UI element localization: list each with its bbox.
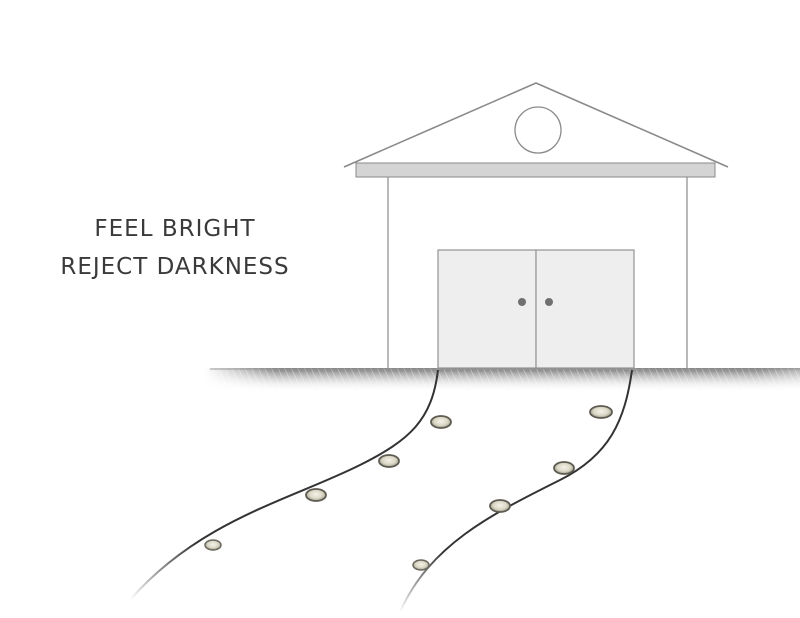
path-lights	[204, 405, 613, 571]
driveway-edge-left	[129, 369, 439, 601]
door-right	[535, 249, 635, 369]
path-light	[589, 405, 613, 419]
door-left	[437, 249, 537, 369]
tagline-line-1: FEEL BRIGHT	[94, 216, 256, 242]
door-knob-left	[518, 298, 526, 306]
path-light	[305, 488, 327, 502]
path-light	[378, 454, 400, 468]
eave	[355, 162, 716, 178]
path-light	[553, 461, 575, 475]
roof	[343, 82, 729, 178]
tagline: FEEL BRIGHT REJECT DARKNESS	[40, 210, 310, 286]
driveway-edge-right	[399, 369, 633, 613]
path-light	[489, 499, 511, 513]
garage-doors	[437, 249, 635, 369]
door-knob-right	[545, 298, 553, 306]
attic-window	[514, 106, 562, 154]
garage-walls	[210, 177, 800, 370]
tagline-line-2: REJECT DARKNESS	[60, 254, 290, 280]
driveway	[129, 369, 633, 613]
path-light	[430, 415, 452, 429]
ground	[205, 368, 800, 392]
path-light	[412, 559, 430, 571]
path-light	[204, 539, 222, 551]
